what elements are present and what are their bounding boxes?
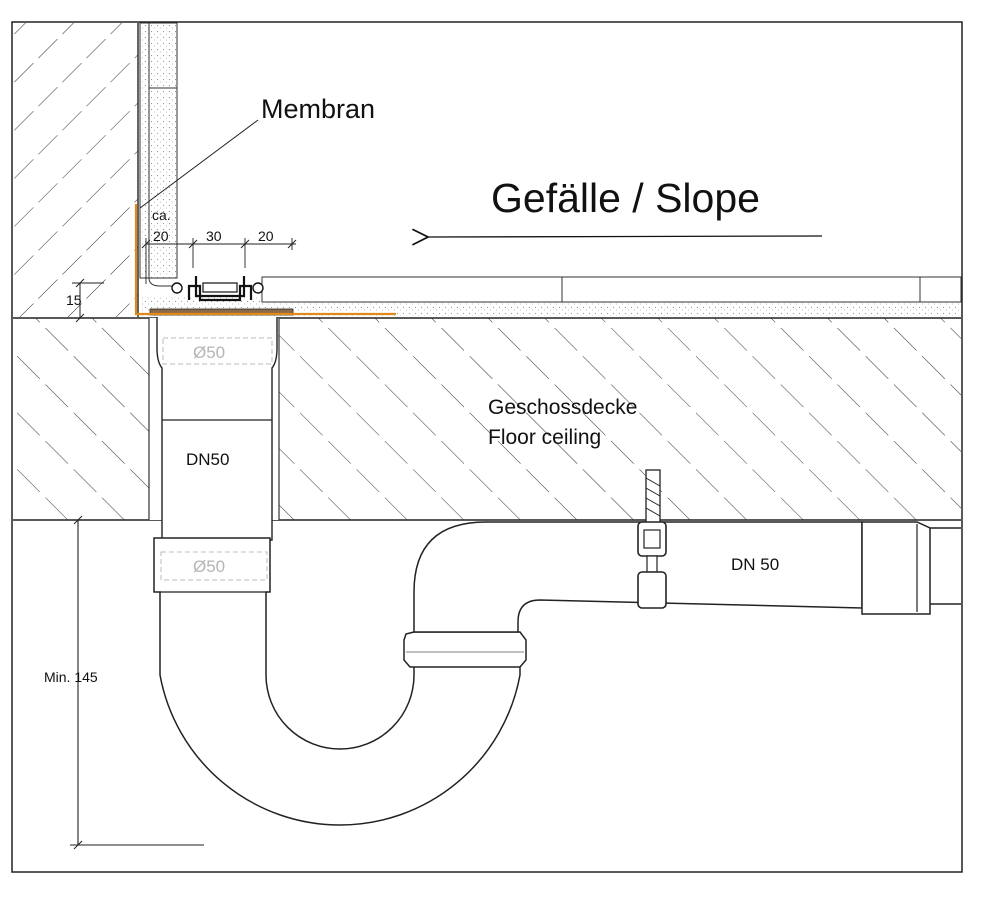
dim-gap-right-label: 20 xyxy=(258,228,274,244)
horizontal-pipe-label: DN 50 xyxy=(731,555,779,574)
membrane-label: Membran xyxy=(261,94,375,124)
sealing-cord-left xyxy=(171,282,183,294)
pipe-clamp xyxy=(637,469,667,609)
floor-slab xyxy=(13,317,961,521)
dimension-screed xyxy=(72,278,104,323)
pipe-trap xyxy=(153,521,961,826)
vertical-pipe-label: DN50 xyxy=(186,450,229,469)
drain-channel xyxy=(149,276,294,316)
dim-screed-label: 15 xyxy=(66,292,82,308)
diameter-top-label: Ø50 xyxy=(193,343,225,362)
diameter-bottom-label: Ø50 xyxy=(193,557,225,576)
dim-channel-label: 30 xyxy=(206,228,222,244)
membrane-line xyxy=(134,204,396,316)
wall xyxy=(13,22,178,317)
dimension-min-height xyxy=(70,515,204,850)
dim-min-height-label: Min. 145 xyxy=(44,669,98,685)
dim-gap-left-label: 20 xyxy=(153,228,169,244)
dim-ca-label: ca. xyxy=(152,207,171,223)
dimension-top xyxy=(141,238,297,284)
ceiling-label-en: Floor ceiling xyxy=(488,426,601,449)
drawing-frame xyxy=(11,21,963,873)
slope-arrow xyxy=(428,236,823,237)
sealing-cord-right xyxy=(252,282,264,294)
ceiling-label-de: Geschossdecke xyxy=(488,396,637,419)
membrane-leader xyxy=(139,119,259,209)
slope-label: Gefälle / Slope xyxy=(491,175,760,221)
